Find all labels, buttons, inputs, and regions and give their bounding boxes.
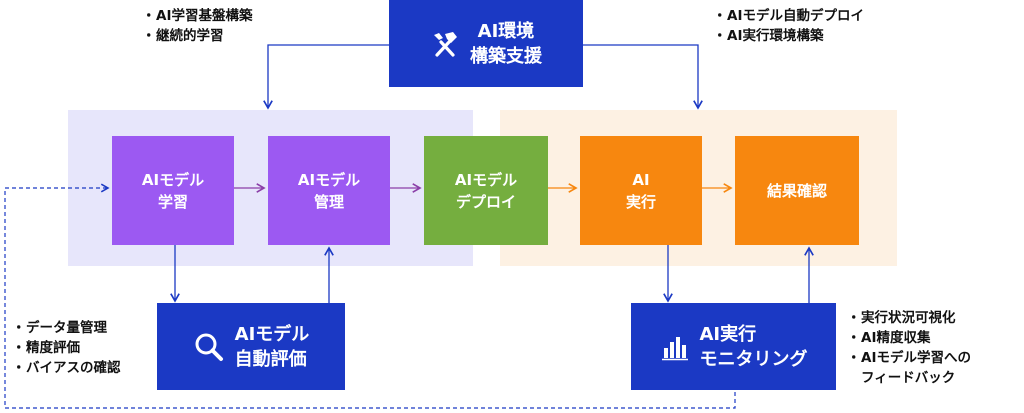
box-label: 結果確認	[766, 181, 827, 200]
box-label: 実行	[625, 192, 656, 211]
evaluation-box-subtitle: 自動評価	[234, 348, 307, 370]
box-label: AIモデル	[141, 170, 205, 189]
top-right-bullets: ・AIモデル自動デプロイ ・AI実行環境構築	[713, 6, 864, 46]
ai-environment-support-box: AI環境 構築支援	[389, 0, 583, 87]
support-box-subtitle: 構築支援	[470, 45, 542, 67]
list-item: ・バイアスの確認	[12, 360, 121, 376]
bar-chart-icon	[660, 332, 690, 362]
monitoring-bullets: ・実行状況可視化 ・AI精度収集 ・AIモデル学習への フィードバック	[847, 308, 971, 388]
ai-model-deploy-box: AIモデル デプロイ	[424, 136, 548, 245]
box-label: AIモデル	[297, 170, 361, 189]
evaluation-bullets: ・データ量管理 ・精度評価 ・バイアスの確認	[12, 318, 121, 378]
box-label: デプロイ	[455, 192, 516, 211]
list-item: ・AIモデル学習への	[847, 350, 971, 366]
evaluation-box-title: AIモデル	[234, 323, 310, 345]
box-label: 学習	[157, 192, 188, 211]
feedback-loop-dashed-arrow	[4, 183, 736, 409]
list-item-continuation: フィードバック	[861, 370, 956, 386]
result-check-box: 結果確認	[735, 136, 859, 245]
box-label: AI	[632, 170, 650, 189]
ai-execution-monitoring-box: AI実行 モニタリング	[631, 303, 836, 390]
list-item: ・AI精度収集	[847, 330, 931, 346]
list-item: ・AI学習基盤構築	[142, 8, 253, 24]
list-item: ・継続的学習	[142, 28, 224, 44]
list-item: ・AI実行環境構築	[713, 28, 824, 44]
support-to-train-arrow	[263, 44, 391, 110]
box-label: AIモデル	[454, 170, 518, 189]
top-left-bullets: ・AI学習基盤構築 ・継続的学習	[142, 6, 252, 46]
box-label: 管理	[313, 192, 344, 211]
search-icon	[193, 331, 225, 363]
ai-model-training-box: AIモデル 学習	[112, 136, 234, 245]
ai-model-management-box: AIモデル 管理	[268, 136, 390, 245]
tools-icon	[430, 29, 460, 59]
list-item: ・AIモデル自動デプロイ	[713, 8, 864, 24]
monitoring-box-subtitle: モニタリング	[699, 348, 808, 370]
support-box-title: AI環境	[477, 20, 535, 42]
list-item: ・実行状況可視化	[847, 310, 956, 326]
ai-model-auto-evaluation-box: AIモデル 自動評価	[157, 303, 345, 390]
monitoring-box-title: AI実行	[699, 323, 757, 345]
ai-execution-box: AI 実行	[580, 136, 702, 245]
list-item: ・精度評価	[12, 340, 80, 356]
list-item: ・データ量管理	[12, 320, 107, 336]
support-to-execute-arrow	[582, 44, 703, 110]
